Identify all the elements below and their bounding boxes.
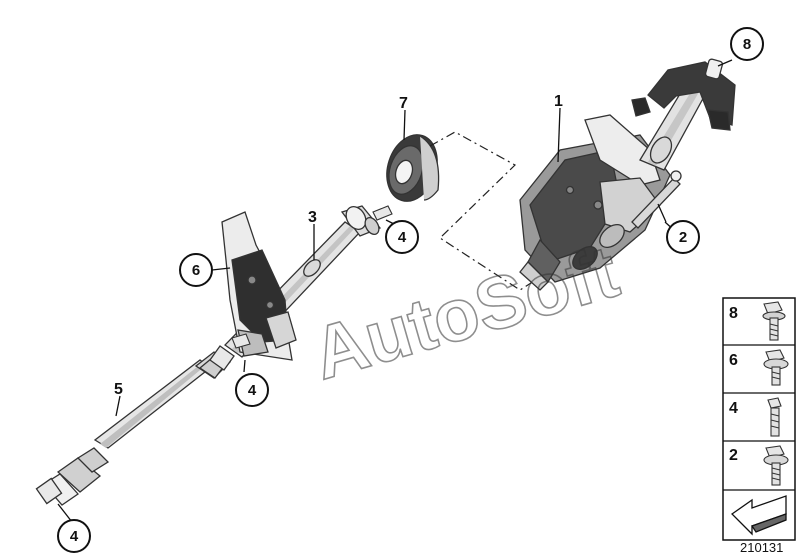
callout-4-upper: 4 xyxy=(385,220,419,254)
callout-2: 2 xyxy=(666,220,700,254)
parts-legend: 8 6 4 2 xyxy=(722,297,796,541)
scene-bolt-4-lower xyxy=(231,333,251,349)
lower-intermediate-shaft xyxy=(35,351,232,506)
callout-4-lower-label: 4 xyxy=(70,528,79,545)
legend-row-4-number: 4 xyxy=(729,400,738,417)
callout-8-label: 8 xyxy=(743,36,751,53)
callout-2-label: 2 xyxy=(679,229,687,246)
callout-7: 7 xyxy=(399,95,408,112)
callout-4-lower: 4 xyxy=(57,519,91,553)
hex-bolt-icon xyxy=(767,397,782,437)
callout-5: 5 xyxy=(114,381,123,398)
callout-4-middle: 4 xyxy=(235,373,269,407)
direction-arrow-icon xyxy=(730,495,787,536)
callout-4-upper-label: 4 xyxy=(398,229,407,246)
callout-8: 8 xyxy=(730,27,764,61)
collar-bolt-icon xyxy=(763,349,789,386)
collar-bolt-icon xyxy=(763,445,789,486)
callout-6: 6 xyxy=(179,253,213,287)
callout-6-label: 6 xyxy=(192,262,200,279)
callout-3: 3 xyxy=(308,209,317,226)
column-bracket xyxy=(221,211,297,361)
scene-bolt-4-upper xyxy=(372,205,393,221)
installation-guide-line xyxy=(429,131,549,291)
sealing-flange xyxy=(386,134,440,202)
diagram-id: 210131 xyxy=(740,540,784,555)
legend-row-6-number: 6 xyxy=(729,352,738,369)
steering-column-assembly xyxy=(519,58,736,291)
legend-row-8-number: 8 xyxy=(729,305,738,322)
legend-row-2-number: 2 xyxy=(729,447,738,464)
flange-bolt-icon xyxy=(762,301,786,341)
callout-4-middle-label: 4 xyxy=(248,382,257,399)
callout-1: 1 xyxy=(554,93,563,110)
